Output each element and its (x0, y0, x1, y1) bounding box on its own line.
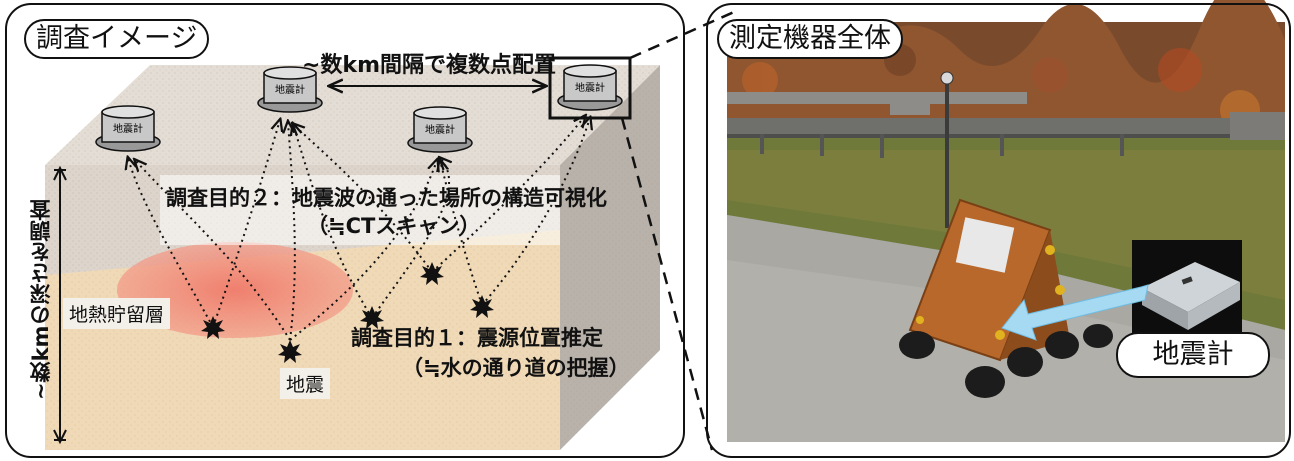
depth-arrow (53, 165, 67, 445)
equipment-photo-panel (706, 3, 1291, 458)
highlight-box (548, 56, 632, 120)
seismic-ray-paths (128, 116, 590, 341)
seismometer-closeup-inset (1132, 240, 1242, 335)
seismometer-callout: 地震計 (1116, 332, 1270, 378)
hypocenter-icon (278, 340, 302, 363)
callout-arrow (1001, 284, 1149, 341)
purpose1-heading: 調査目的１：震源位置推定 (351, 326, 603, 350)
hypocenter-icon (420, 262, 444, 285)
geothermal-reservoir-zone (117, 242, 353, 338)
reservoir-label: 地熱貯留層 (63, 298, 171, 329)
purpose1-subheading: （≒水の通り道の把握） (402, 356, 630, 380)
hypocenter-icon (360, 306, 384, 329)
seismometer-label: 地震計 (425, 123, 455, 136)
seismometer-1: 地震計 (95, 105, 161, 152)
depth-label: ~数kmの深さを調査 (29, 199, 53, 400)
seismometer-label: 地震計 (575, 81, 605, 94)
equipment-photo-title: 測定機器全体 (717, 19, 903, 59)
equipment-photo (727, 0, 1285, 442)
hypocenter-markers (201, 262, 494, 363)
hypocenter-icon (470, 295, 494, 318)
purpose2-subheading: （≒CTスキャン） (307, 214, 481, 238)
seismometer-4: 地震計 (557, 64, 623, 111)
purpose2-heading: 調査目的２：地震波の通った場所の構造可視化 (166, 186, 607, 210)
earthquake-label: 地震 (280, 368, 331, 399)
seismometer-2: 地震計 (257, 66, 323, 113)
seismometer-label: 地震計 (113, 122, 143, 135)
seismometer-label: 地震計 (275, 83, 305, 96)
hypocenter-icon (201, 316, 225, 339)
purpose2-band (160, 175, 560, 245)
spacing-label: ~数km間隔で複数点配置 (302, 53, 556, 78)
zoom-lines (620, 10, 735, 451)
survey-image-title: 調査イメージ (24, 19, 210, 59)
seismometer-3: 地震計 (407, 106, 473, 153)
